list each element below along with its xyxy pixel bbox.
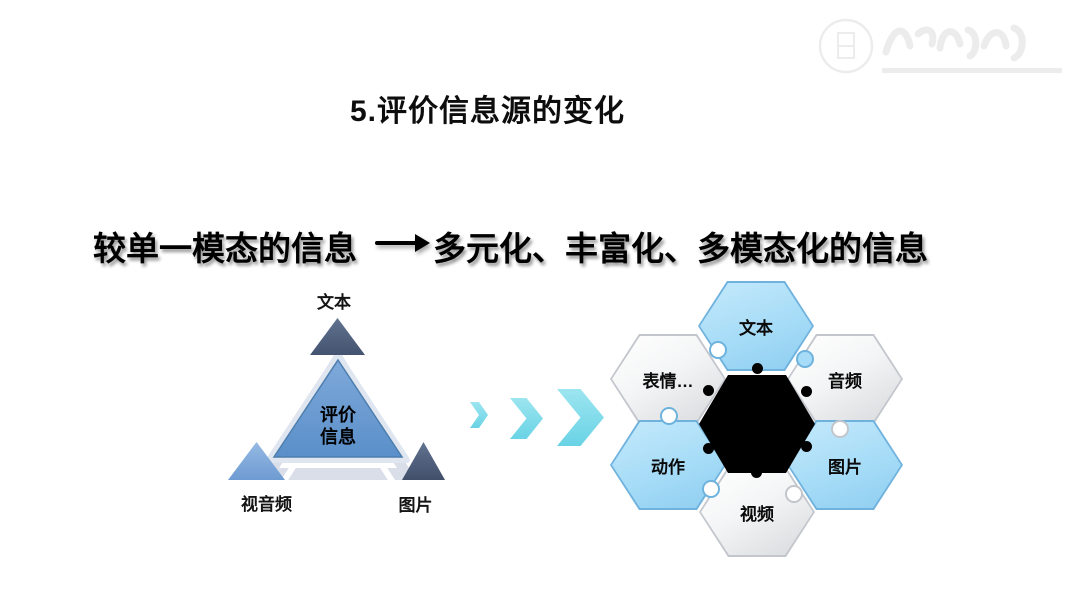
jigsaw-connector-icon <box>796 350 814 368</box>
chevron-right-icon <box>557 389 604 446</box>
triangle-label-bottom-right: 图片 <box>398 496 433 515</box>
triangle-center-label: 评价 信息 <box>320 405 356 447</box>
chevron-right-icon <box>510 398 543 439</box>
statement-line: 较单一模态的信息 多元化、丰富化、多模态化的信息 <box>93 222 928 270</box>
triangle-label-bottom-left: 视音频 <box>241 495 292 514</box>
jigsaw-connector-icon <box>709 341 727 359</box>
puzzle-knob-icon <box>801 386 812 397</box>
puzzle-knob-icon <box>751 467 762 478</box>
statement-right: 多元化、丰富化、多模态化的信息 <box>433 230 928 267</box>
triangle-label-top: 文本 <box>317 293 351 312</box>
puzzle-knob-icon <box>801 441 812 452</box>
cycle-triangle-ring <box>260 348 416 486</box>
jigsaw-connector-icon <box>831 420 849 438</box>
right-arrow-icon <box>375 234 430 252</box>
jigsaw-connector-icon <box>785 485 803 503</box>
puzzle-knob-icon <box>703 443 714 454</box>
jigsaw-connector-icon <box>702 480 720 498</box>
puzzle-knob-icon <box>752 363 763 374</box>
transition-chevrons-icon <box>465 385 610 447</box>
jigsaw-connector-icon <box>660 407 678 425</box>
chevron-right-icon <box>470 402 488 428</box>
hexagon-diagram: 文本 表情… 音频 动作 图片 视频 <box>610 281 905 566</box>
university-seal-watermark-icon <box>818 12 1068 80</box>
statement-left: 较单一模态的信息 <box>93 230 357 267</box>
puzzle-knob-icon <box>703 385 714 396</box>
slide-title: 5.评价信息源的变化 <box>350 95 626 128</box>
triangle-diagram: 评价 信息 文本 视音频 图片 <box>210 280 470 530</box>
